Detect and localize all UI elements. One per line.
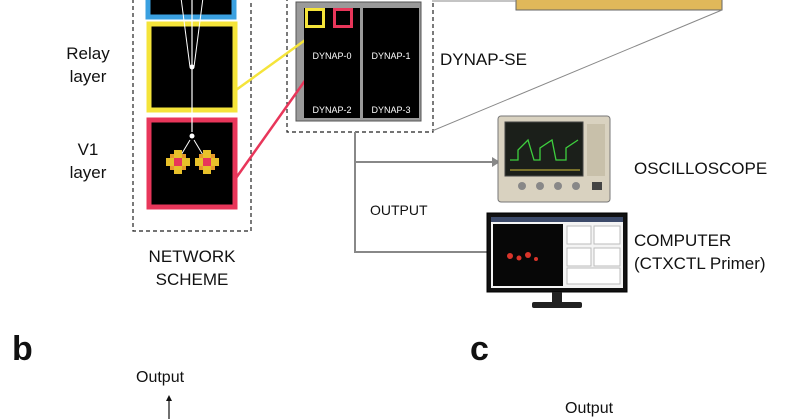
dynap-dashed-box	[286, 0, 434, 133]
network-scheme-label: NETWORK SCHEME	[148, 247, 236, 289]
panel-b-letter: b	[12, 330, 33, 368]
dynap-core-label: DYNAP-2	[312, 105, 352, 115]
v1-layer-label: V1 layer	[69, 140, 107, 182]
dynap-core-label: DYNAP-1	[371, 51, 411, 61]
panel-c-output-label: Output	[565, 400, 614, 417]
v1-neuron-left	[166, 150, 190, 174]
oscilloscope-image	[497, 115, 611, 203]
output-label: OUTPUT	[370, 202, 428, 218]
dynap-core-label: DYNAP-0	[312, 51, 352, 61]
dynap-core-label: DYNAP-3	[371, 105, 411, 115]
panel-c-letter: c	[470, 330, 489, 368]
dynap-core-1: DYNAP-1	[363, 8, 419, 64]
chip-photo	[515, 0, 723, 11]
relay-mapping-line	[235, 36, 309, 92]
panel-b-output-label: Output	[136, 369, 185, 386]
dynap-title: DYNAP-SE	[440, 50, 527, 69]
dynap-core-3: DYNAP-3	[363, 62, 419, 118]
v1-core-marker	[333, 8, 353, 28]
relay-core-marker	[305, 8, 325, 28]
relay-layer-label: Relay layer	[66, 44, 110, 86]
computer-monitor-image	[486, 212, 628, 308]
computer-arrow	[354, 162, 492, 253]
network-dashed-box	[132, 0, 252, 232]
oscilloscope-label: OSCILLOSCOPE	[634, 159, 768, 178]
dynap-core-0: DYNAP-0	[304, 8, 360, 64]
dynap-core-2: DYNAP-2	[304, 62, 360, 118]
v1-layer-box	[146, 117, 238, 210]
oscilloscope-arrow	[354, 132, 492, 163]
computer-label: COMPUTER (CTXCTL Primer)	[634, 231, 766, 273]
zoom-line-bottom	[431, 9, 723, 132]
v1-neuron-right	[195, 150, 219, 174]
retina-layer-box	[145, 0, 237, 20]
